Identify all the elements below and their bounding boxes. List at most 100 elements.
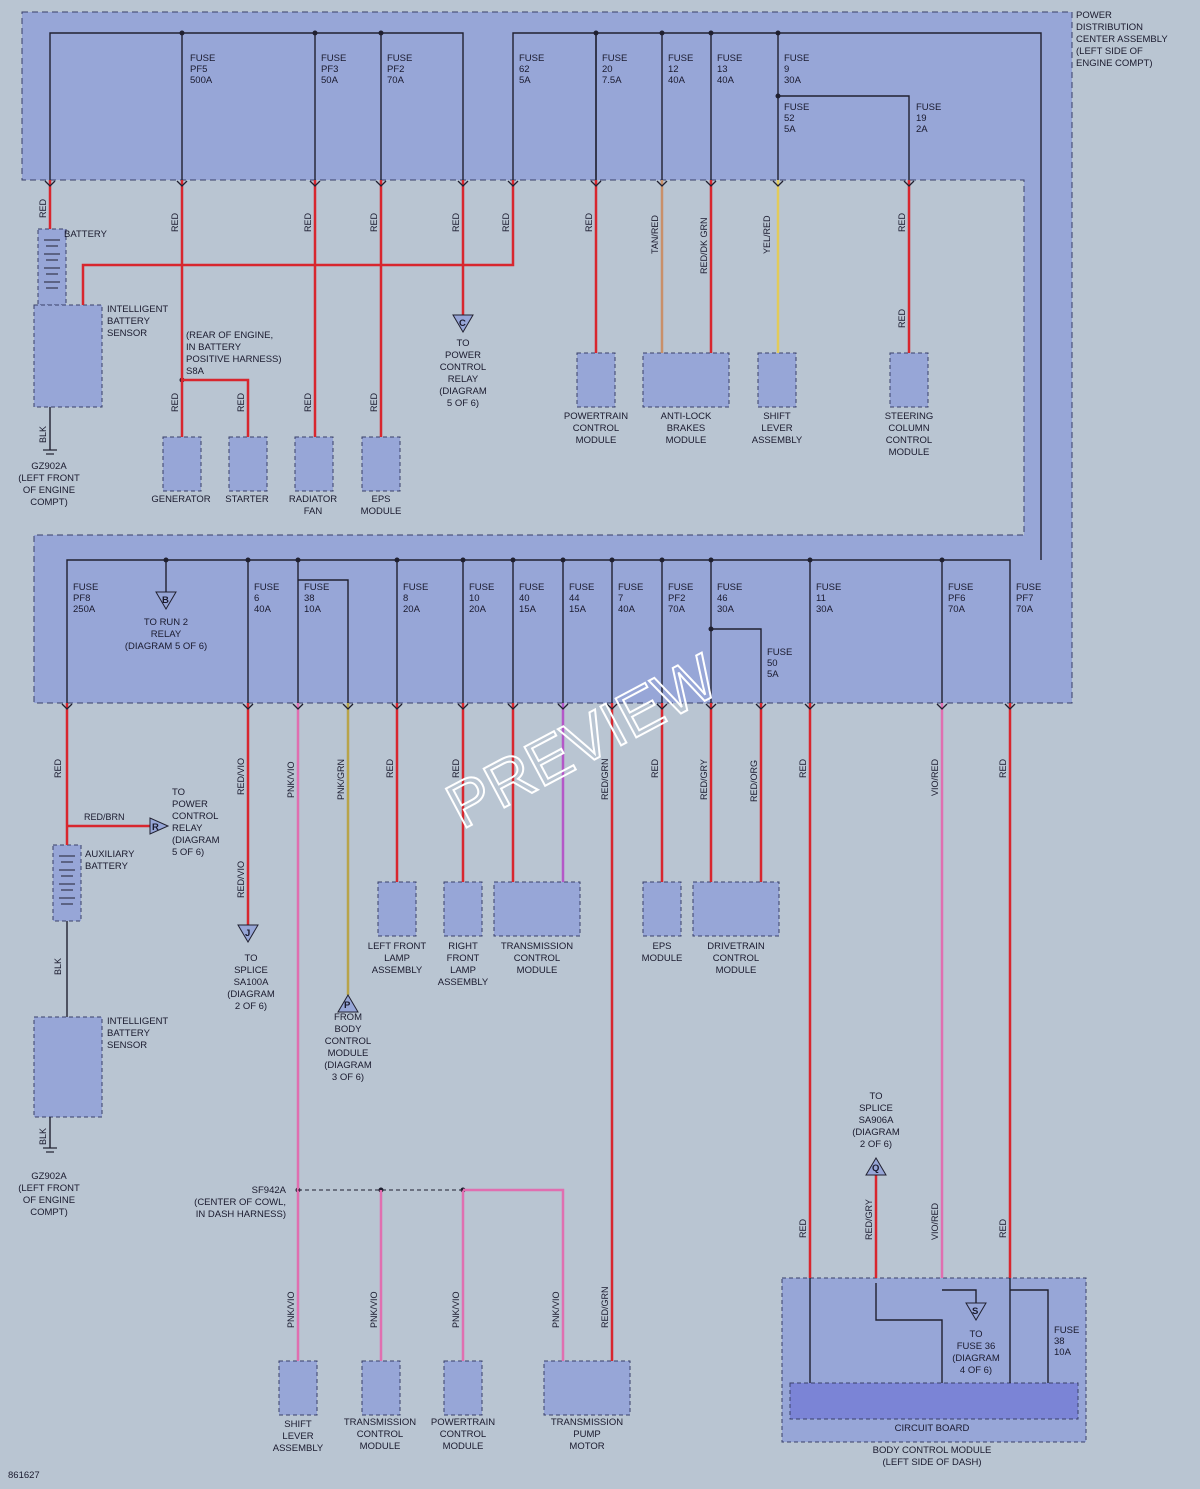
- svg-text:YEL/RED: YEL/RED: [762, 215, 772, 254]
- svg-text:VIO/RED: VIO/RED: [930, 758, 940, 796]
- svg-text:RED: RED: [236, 392, 246, 412]
- svg-text:RED: RED: [650, 758, 660, 778]
- svg-text:BLK: BLK: [38, 426, 48, 443]
- note-n_batt: BATTERY: [64, 229, 108, 240]
- top-fuse-drops: [181, 33, 779, 180]
- svg-text:RED/VIO: RED/VIO: [236, 861, 246, 898]
- svg-text:RED/BRN: RED/BRN: [84, 812, 125, 822]
- svg-text:RED: RED: [38, 198, 48, 218]
- connector-marks: [44, 180, 1016, 710]
- offpage-connectors: [149, 314, 987, 1321]
- svg-text:RED: RED: [998, 1218, 1008, 1238]
- svg-text:RED/GRY: RED/GRY: [864, 1199, 874, 1240]
- svg-text:RED: RED: [501, 212, 511, 232]
- wire-color-labels: RED RED RED RED RED RED RED TAN/RED RED/…: [38, 198, 1008, 1328]
- svg-text:RED: RED: [798, 1218, 808, 1238]
- svg-text:RED/ORG: RED/ORG: [749, 760, 759, 802]
- svg-text:Q: Q: [872, 1163, 879, 1174]
- svg-text:J: J: [245, 928, 250, 939]
- bus-9: [778, 95, 910, 180]
- component-label-c_starter: STARTER: [225, 494, 269, 505]
- svg-text:RED: RED: [451, 758, 461, 778]
- svg-text:S: S: [972, 1306, 978, 1317]
- svg-text:RED/DK GRN: RED/DK GRN: [699, 217, 709, 274]
- svg-text:RED: RED: [170, 392, 180, 412]
- svg-text:TAN/RED: TAN/RED: [650, 215, 660, 254]
- svg-text:PNK/VIO: PNK/VIO: [551, 1291, 561, 1328]
- svg-text:RED/VIO: RED/VIO: [236, 758, 246, 795]
- svg-text:P: P: [344, 1000, 351, 1011]
- svg-text:RED/GRN: RED/GRN: [600, 758, 610, 800]
- svg-text:RED/GRY: RED/GRY: [699, 759, 709, 800]
- svg-text:RED: RED: [303, 212, 313, 232]
- svg-text:RED: RED: [998, 758, 1008, 778]
- svg-text:RED: RED: [369, 212, 379, 232]
- svg-text:PNK/GRN: PNK/GRN: [336, 759, 346, 800]
- svg-text:PNK/VIO: PNK/VIO: [286, 1291, 296, 1328]
- svg-text:RED: RED: [897, 308, 907, 328]
- component-label-c_gen: GENERATOR: [151, 494, 210, 505]
- bottom-fuse-drops: [165, 560, 943, 703]
- svg-text:RED: RED: [584, 212, 594, 232]
- offpage-letters: C B R J P Q S: [152, 318, 978, 1317]
- svg-text:RED: RED: [369, 392, 379, 412]
- ground-symbols: [43, 449, 57, 1153]
- svg-text:RED/GRN: RED/GRN: [600, 1286, 610, 1328]
- svg-text:RED: RED: [798, 758, 808, 778]
- battery-symbols: [44, 239, 75, 905]
- bus-1: [49, 32, 464, 180]
- svg-text:B: B: [162, 595, 169, 606]
- svg-text:BLK: BLK: [53, 958, 63, 975]
- svg-text:RED: RED: [451, 212, 461, 232]
- component-boxes: [33, 228, 1087, 1443]
- svg-text:BLK: BLK: [38, 1128, 48, 1145]
- note-n_fig: 861627: [8, 1470, 40, 1481]
